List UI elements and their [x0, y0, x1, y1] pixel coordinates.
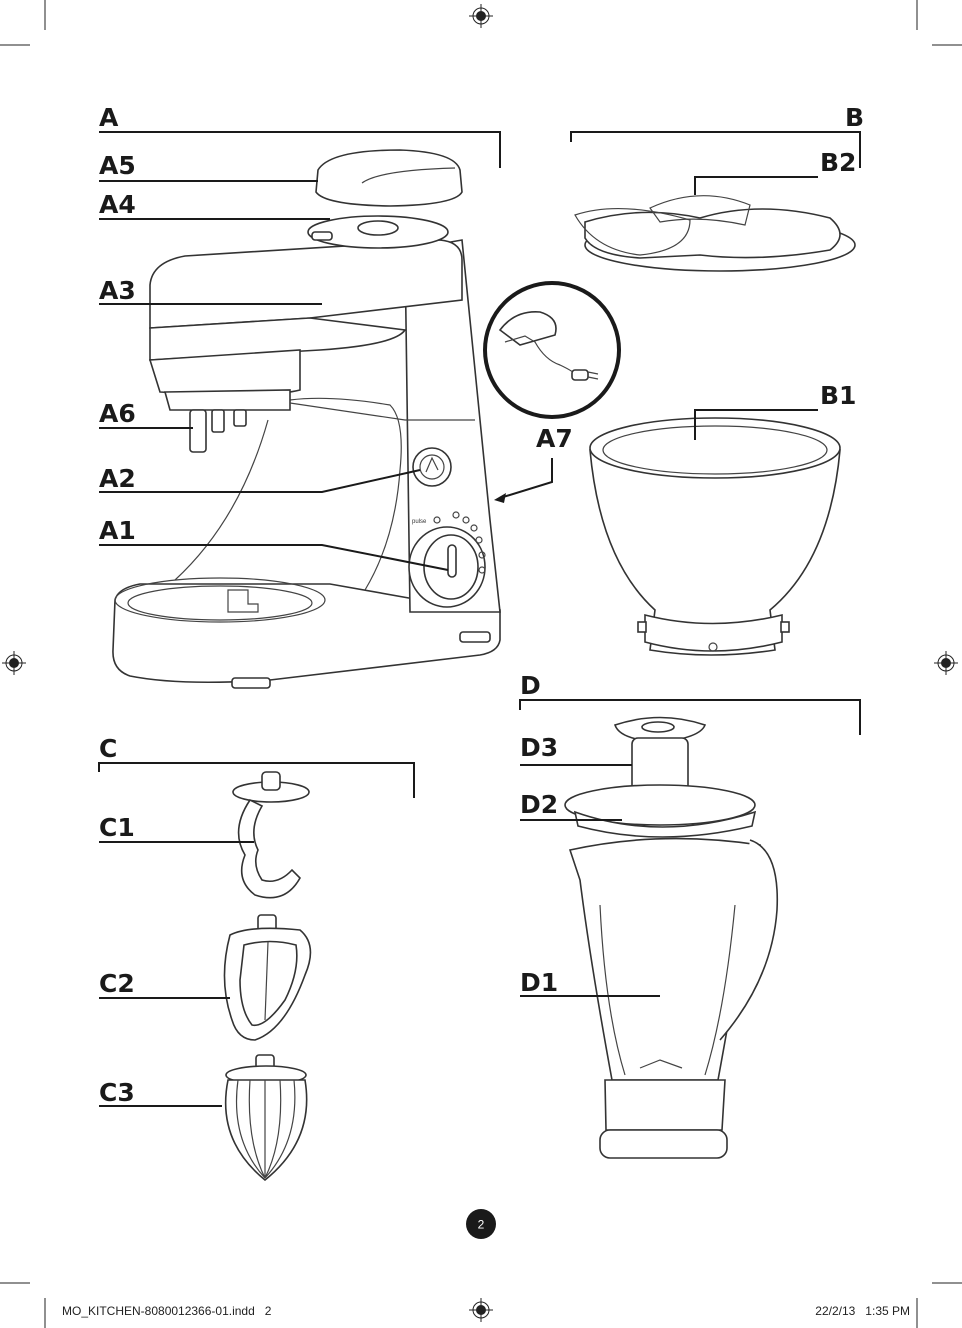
bracket-c — [98, 762, 415, 798]
leader-lines — [99, 176, 818, 1107]
bracket-b — [570, 131, 861, 168]
leader-a7 — [499, 458, 553, 499]
callout-c2: C2 — [99, 969, 135, 998]
group-label-b: B — [845, 103, 864, 132]
stand-mixer-illustration: pulse — [112, 149, 501, 689]
callout-b1: B1 — [820, 381, 856, 410]
callout-a6: A6 — [99, 399, 136, 428]
callout-c3: C3 — [99, 1078, 135, 1107]
splash-guard-illustration — [574, 195, 856, 272]
registration-mark-right — [934, 651, 958, 675]
footer-date-time: 22/2/13 1:35 PM — [815, 1304, 910, 1318]
arrow-a7 — [494, 493, 506, 503]
group-label-c: C — [99, 734, 117, 763]
dial-pulse-label: pulse — [412, 519, 427, 525]
callout-a1: A1 — [99, 516, 136, 545]
callout-b2: B2 — [820, 148, 856, 177]
bracket-d — [519, 699, 861, 735]
callout-a3: A3 — [99, 276, 136, 305]
page-number: 2 — [478, 1218, 485, 1232]
callout-d2: D2 — [520, 790, 558, 819]
callout-a2: A2 — [99, 464, 136, 493]
power-cord-inset — [483, 281, 621, 419]
registration-mark-bottom — [469, 1298, 493, 1322]
dough-hook-illustration — [232, 771, 310, 899]
callout-d1: D1 — [520, 968, 558, 997]
callout-a7: A7 — [536, 424, 573, 453]
bracket-a — [99, 131, 501, 168]
footer-file-name: MO_KITCHEN-8080012366-01.indd 2 — [62, 1304, 272, 1318]
whisk-illustration — [224, 1054, 308, 1182]
registration-mark-top — [469, 4, 493, 28]
callout-c1: C1 — [99, 813, 135, 842]
mixing-bowl-illustration — [589, 417, 841, 656]
group-label-a: A — [99, 103, 119, 132]
callout-d3: D3 — [520, 733, 558, 762]
flat-beater-illustration — [223, 914, 312, 1041]
registration-mark-left — [2, 651, 26, 675]
callout-a5: A5 — [99, 151, 136, 180]
blender-illustration — [564, 716, 779, 1159]
group-label-d: D — [520, 671, 541, 700]
callout-a4: A4 — [99, 190, 136, 219]
page-number-badge — [466, 1209, 496, 1239]
